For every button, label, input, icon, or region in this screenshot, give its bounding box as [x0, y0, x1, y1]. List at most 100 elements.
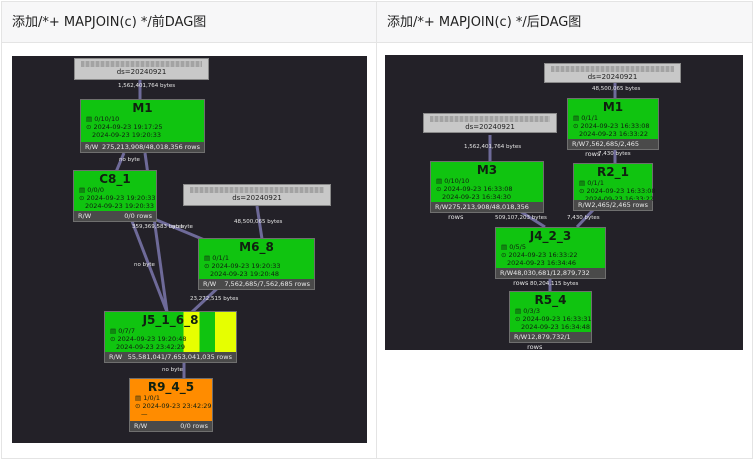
redacted-table-name: [430, 116, 550, 122]
edge-label: 1,562,401,764 bytes: [464, 144, 522, 150]
node-rows: 12,879,732/1 rows: [527, 333, 571, 350]
node-title: M3: [476, 163, 498, 177]
rw-label: R/W: [203, 280, 217, 288]
node-instances: ▤ 0/1/1: [204, 254, 229, 262]
rw-label: R/W: [109, 353, 123, 361]
node-start-time: ⊙ 2024-09-23 16:33:08: [579, 187, 656, 195]
rw-label: R/W: [78, 212, 92, 220]
node-start-time: ⊙ 2024-09-23 16:33:08: [436, 185, 513, 193]
node-end-time: 2024-09-23 23:42:29: [116, 343, 186, 351]
node-instances: ▤ 0/10/10: [86, 115, 120, 123]
node-title: M6_8: [239, 240, 274, 254]
node-title: M1: [132, 101, 153, 115]
node-title: R5_4: [534, 293, 567, 307]
node-title: R9_4_5: [147, 380, 195, 394]
node-rows: 275,213,908/48,018,356 rows: [448, 203, 529, 221]
node-start-time: ⊙ 2024-09-23 16:33:31: [515, 315, 592, 323]
redacted-table-name: [551, 66, 674, 72]
node-title: C8_1: [99, 172, 131, 186]
rw-label: R/W: [134, 422, 148, 430]
dag-node-R2-1[interactable]: R2_1 ▤ 0/1/1 ⊙ 2024-09-23 16:33:08 2024-…: [573, 163, 656, 211]
node-instances: ▤ 0/0/0: [79, 186, 104, 194]
rw-label: R/W: [514, 333, 528, 341]
edge-label: no byte: [162, 367, 183, 373]
node-instances: ▤ 0/3/3: [515, 307, 540, 315]
node-end-time: 2024-09-23 19:20:48: [210, 270, 280, 278]
dag-node-C8-1[interactable]: C8_1 ▤ 0/0/0 ⊙ 2024-09-23 19:20:33 2024-…: [73, 170, 157, 222]
edge-label: no byte: [134, 262, 155, 268]
node-start-time: ⊙ 2024-09-23 16:33:22: [501, 251, 578, 259]
node-start-time: ⊙ 2024-09-23 16:33:08: [573, 122, 650, 130]
node-start-time: ⊙ 2024-09-23 19:20:33: [79, 194, 156, 202]
edge-label: 80,204,115 bytes: [530, 281, 579, 287]
dag-node-R5-4[interactable]: R5_4 ▤ 0/3/3 ⊙ 2024-09-23 16:33:31 2024-…: [509, 291, 592, 350]
source-partition-label: ds=20240921: [465, 123, 515, 131]
node-title: J4_2_3: [529, 229, 572, 243]
node-instances: ▤ 0/5/5: [501, 243, 526, 251]
edge-label: 1,562,401,764 bytes: [118, 83, 176, 89]
node-instances: ▤ 0/10/10: [436, 177, 470, 185]
dag-node-M6-8[interactable]: M6_8 ▤ 0/1/1 ⊙ 2024-09-23 19:20:33 2024-…: [198, 238, 315, 290]
dag-node-R9-4-5[interactable]: R9_4_5 ▤ 1/0/1 ⊙ 2024-09-23 23:42:29 — R…: [129, 378, 213, 432]
dag-node-J5-1-6-8[interactable]: J5_1_6_8 ▤ 0/7/7 ⊙ 2024-09-23 19:20:48 2…: [104, 311, 237, 363]
source-partition-label: ds=20240921: [232, 194, 282, 202]
node-instances: ▤ 0/7/7: [110, 327, 135, 335]
node-end-time: —: [141, 410, 148, 418]
node-title: R2_1: [597, 165, 629, 179]
node-start-time: ⊙ 2024-09-23 19:20:33: [204, 262, 281, 270]
node-title: J5_1_6_8: [142, 313, 199, 327]
rw-label: R/W: [572, 140, 586, 148]
source-partition-label: ds=20240921: [116, 68, 167, 76]
edge-label: 359,369,583 bytes: [132, 224, 184, 230]
dag-node-J4-2-3[interactable]: J4_2_3 ▤ 0/5/5 ⊙ 2024-09-23 16:33:22 202…: [495, 227, 606, 287]
edge-label: no byte: [172, 224, 193, 230]
node-end-time: 2024-09-23 16:34:30: [442, 193, 512, 201]
node-title: M1: [602, 100, 624, 114]
node-end-time: 2024-09-23 16:34:46: [507, 259, 577, 267]
node-rows: 7,562,685/2,465 rows: [585, 140, 640, 158]
node-end-time: 2024-09-23 16:34:48: [521, 323, 591, 331]
node-start-time: ⊙ 2024-09-23 23:42:29: [135, 402, 212, 410]
source-table-node[interactable]: ds=20240921: [544, 63, 681, 83]
redacted-table-name: [81, 61, 202, 67]
node-rows: 275,213,908/48,018,356 rows: [101, 143, 200, 151]
node-start-time: ⊙ 2024-09-23 19:17:25: [86, 123, 163, 131]
node-instances: ▤ 1/0/1: [135, 394, 160, 402]
rw-label: R/W: [435, 203, 449, 211]
header-before: 添加/*+ MAPJOIN(c) */前DAG图: [2, 2, 376, 43]
node-rows: 55,581,041/7,653,041,035 rows: [127, 353, 232, 361]
source-table-node[interactable]: ds=20240921: [423, 113, 557, 133]
node-end-time: 2024-09-23 19:20:33: [92, 131, 162, 139]
source-table-node[interactable]: ds=20240921: [183, 184, 331, 206]
edge-label: 48,500,065 bytes: [592, 86, 641, 92]
edge-label: no byte: [119, 157, 140, 163]
edge-label: 7,430 bytes: [598, 151, 631, 157]
dag-node-M1[interactable]: M1 ▤ 0/1/1 ⊙ 2024-09-23 16:33:08 2024-09…: [567, 98, 659, 158]
edge-label: 23,272,515 bytes: [190, 296, 239, 302]
node-end-time: 2024-09-23 19:20:33: [85, 202, 155, 210]
node-instances: ▤ 0/1/1: [573, 114, 598, 122]
edge-label: 7,430 bytes: [567, 215, 600, 221]
source-partition-label: ds=20240921: [587, 73, 638, 81]
node-end-time: 2024-09-23 16:33:22: [585, 195, 655, 203]
node-end-time: 2024-09-23 16:33:22: [579, 130, 649, 138]
header-after: 添加/*+ MAPJOIN(c) */后DAG图: [377, 2, 752, 43]
node-rows: 48,030,681/12,879,732 rows: [513, 269, 590, 287]
right-dag-panel: ds=20240921 48,500,065 bytes M1 ▤ 0/1/1 …: [385, 55, 743, 350]
edge-label: 48,500,065 bytes: [234, 219, 283, 225]
dag-node-M1[interactable]: M1 ▤ 0/10/10 ⊙ 2024-09-23 19:17:25 2024-…: [80, 99, 205, 153]
node-rows: 0/0 rows: [180, 422, 208, 430]
dag-node-M3[interactable]: M3 ▤ 0/10/10 ⊙ 2024-09-23 16:33:08 2024-…: [430, 161, 544, 221]
rw-label: R/W: [500, 269, 514, 277]
rw-label: R/W: [578, 201, 592, 209]
column-divider: [376, 2, 377, 458]
source-table-node[interactable]: ds=20240921: [74, 58, 209, 80]
node-rows: 7,562,685/7,562,685 rows: [224, 280, 310, 288]
redacted-table-name: [190, 187, 324, 193]
node-rows: 0/0 rows: [124, 212, 152, 220]
edge-label: 509,107,203 bytes: [495, 215, 547, 221]
node-instances: ▤ 0/1/1: [579, 179, 604, 187]
left-dag-panel: ds=20240921 1,562,401,764 bytes M1 ▤ 0/1…: [12, 56, 367, 443]
node-start-time: ⊙ 2024-09-23 19:20:48: [110, 335, 187, 343]
